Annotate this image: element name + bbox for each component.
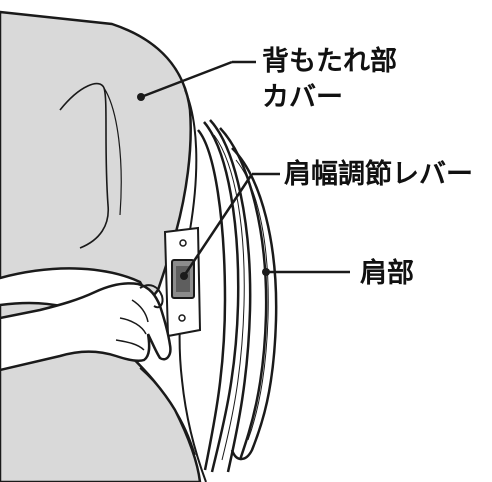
shoulder-panel-1 [197,129,227,471]
finger-line-3 [115,339,145,351]
plate-screw [179,239,187,247]
shoulder-panel-inner-2 [213,134,245,461]
label-shoulder-part: 肩部 [360,257,414,289]
cover-leader-line [140,60,233,99]
shoulder-panel-2 [203,121,240,473]
seat-edge [139,367,196,456]
shoulder-panel-4 [219,127,268,461]
finger-line-1 [131,299,149,323]
finger-line-2 [119,317,147,335]
plate-screw-2 [178,314,186,322]
label-shoulder-width-lever: 肩幅調節レバー [284,158,473,190]
shoulder-panel-inner-1 [235,159,269,441]
cover-fold [59,82,109,249]
label-backrest-cover-line1: 背もたれ部 [262,45,397,77]
label-backrest-cover-line2: カバー [262,82,343,113]
lever-leader-line [182,173,254,277]
shoulder-panel-3 [209,119,252,473]
cover-fold-2 [103,87,122,216]
thumb [139,284,164,309]
backrest-cover [0,10,192,303]
hand [0,282,172,372]
shoulder-panel-outer [230,147,278,461]
